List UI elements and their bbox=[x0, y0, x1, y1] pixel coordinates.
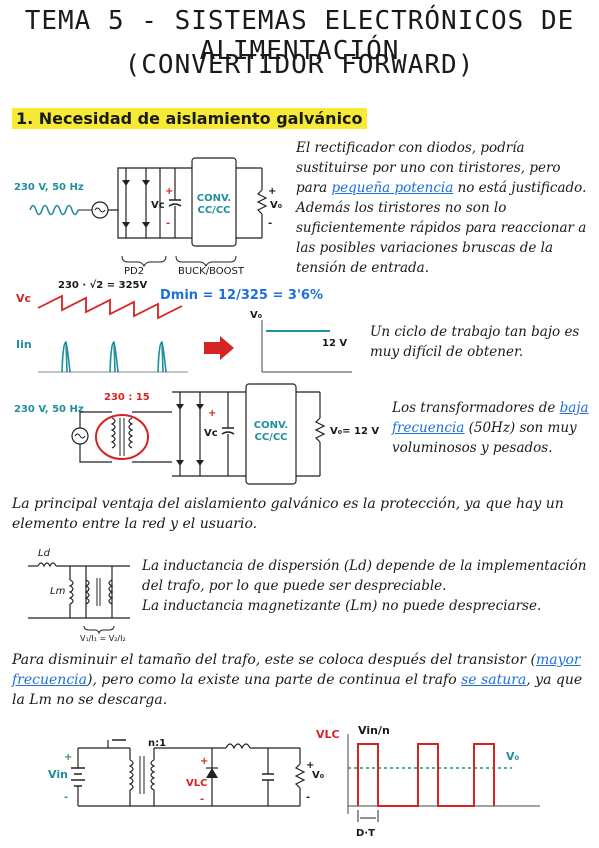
circuit1-vc: Vc bbox=[151, 200, 165, 211]
circuit2-conv: CONV. bbox=[253, 420, 289, 431]
para5-line2: La inductancia magnetizante (Lm) no pued… bbox=[142, 598, 542, 614]
para4: La principal ventaja del aislamiento gal… bbox=[12, 496, 564, 532]
circuit1-minus-out: - bbox=[268, 218, 273, 229]
para6-text3: , ya que la Lm no se descarga. bbox=[12, 672, 583, 708]
para6-highlight2: se satura bbox=[461, 672, 527, 688]
circuit1-conv: CONV. bbox=[196, 193, 232, 204]
para1-text1: El rectificador con diodos, podría susti… bbox=[296, 140, 561, 196]
circuit3-minus: - bbox=[64, 792, 69, 803]
para3-text2: (50Hz) son muy voluminosos y pesados. bbox=[392, 420, 577, 456]
para5-line1: La inductancia de dispersión (Ld) depend… bbox=[142, 558, 587, 594]
trafo-ld: Ld bbox=[38, 548, 50, 559]
circuit1-minus: - bbox=[166, 218, 171, 229]
waveform1-12v: 12 V bbox=[322, 338, 348, 349]
circuit1-vo: V₀ bbox=[270, 200, 283, 211]
para3-text1: Los transformadores de bbox=[392, 400, 560, 416]
circuit3-plus-out: + bbox=[306, 760, 315, 771]
circuit2-source-label: 230 V, 50 Hz bbox=[14, 404, 84, 415]
circuit2-vc: Vc bbox=[204, 428, 218, 439]
waveform2-vinn: Vin/n bbox=[358, 724, 390, 737]
circuit1-plus-out: + bbox=[268, 186, 277, 197]
para6-highlight1: mayor frecuencia bbox=[12, 652, 581, 688]
circuit2-vo: V₀= 12 V bbox=[330, 426, 380, 437]
circuit2-ratio: 230 : 15 bbox=[104, 392, 150, 403]
circuit3-ratio: n:1 bbox=[148, 738, 167, 749]
circuit3-vo: V₀ bbox=[312, 770, 325, 781]
circuit3-minus-out: - bbox=[306, 792, 311, 803]
circuit1-plus: + bbox=[165, 186, 174, 197]
section-heading-text: 1. Necesidad de aislamiento galvánico bbox=[12, 108, 367, 129]
waveform2-vlc: VLC bbox=[316, 728, 340, 741]
circuit2-conv2: CC/CC bbox=[254, 432, 288, 443]
circuit3-vlc: VLC bbox=[186, 778, 208, 789]
circuit3-plus-vlc: + bbox=[200, 756, 209, 767]
circuit1-pd2: PD2 bbox=[124, 266, 145, 277]
para3-highlight: baja frecuencia bbox=[392, 400, 589, 436]
para1-highlight: pequeña potencia bbox=[331, 180, 454, 196]
page-subtitle: (CONVERTIDOR FORWARD) bbox=[124, 50, 475, 80]
waveform1-iin: Iin bbox=[16, 338, 32, 351]
circuit1-conv2: CC/CC bbox=[197, 205, 231, 216]
trafo-lm: Lm bbox=[50, 586, 66, 597]
page-title: TEMA 5 - SISTEMAS ELECTRÓNICOS DE ALIMEN… bbox=[24, 6, 575, 66]
circuit1-buck: BUCK/BOOST bbox=[178, 266, 244, 277]
para6: Para disminuir el tamaño del trafo, este… bbox=[12, 650, 592, 710]
waveform2-dt: D·T bbox=[356, 828, 375, 839]
para2: Un ciclo de trabajo tan bajo es muy difí… bbox=[370, 324, 580, 360]
waveform2-vo: V₀ bbox=[506, 750, 520, 763]
waveform1-dmin: Dmin = 12/325 = 3'6% bbox=[160, 288, 324, 303]
circuit2-plus: + bbox=[208, 408, 217, 419]
para5: La inductancia de dispersión (Ld) depend… bbox=[142, 556, 594, 616]
trafo-ratio: V₁/I₁ = V₂/I₂ bbox=[80, 634, 126, 643]
section-heading: 1. Necesidad de aislamiento galvánico bbox=[12, 108, 367, 129]
circuit3-vin: Vin bbox=[48, 768, 68, 781]
para6-text1: Para disminuir el tamaño del trafo, este… bbox=[12, 652, 536, 668]
waveform1-vc: Vc bbox=[16, 292, 32, 305]
para1-text2: no está justificado. Además los tiristor… bbox=[296, 180, 587, 276]
circuit3-plus: + bbox=[64, 752, 73, 763]
para3: Los transformadores de baja frecuencia (… bbox=[392, 398, 592, 458]
waveform1-peak: 230 · √2 = 325V bbox=[58, 280, 148, 291]
circuit3-minus-vlc: - bbox=[200, 794, 205, 805]
para1: El rectificador con diodos, podría susti… bbox=[296, 138, 596, 278]
waveform1-vo: V₀ bbox=[250, 310, 263, 321]
circuit1-source-label: 230 V, 50 Hz bbox=[14, 182, 84, 193]
para6-text2: ), pero como la existe una parte de cont… bbox=[86, 672, 462, 688]
